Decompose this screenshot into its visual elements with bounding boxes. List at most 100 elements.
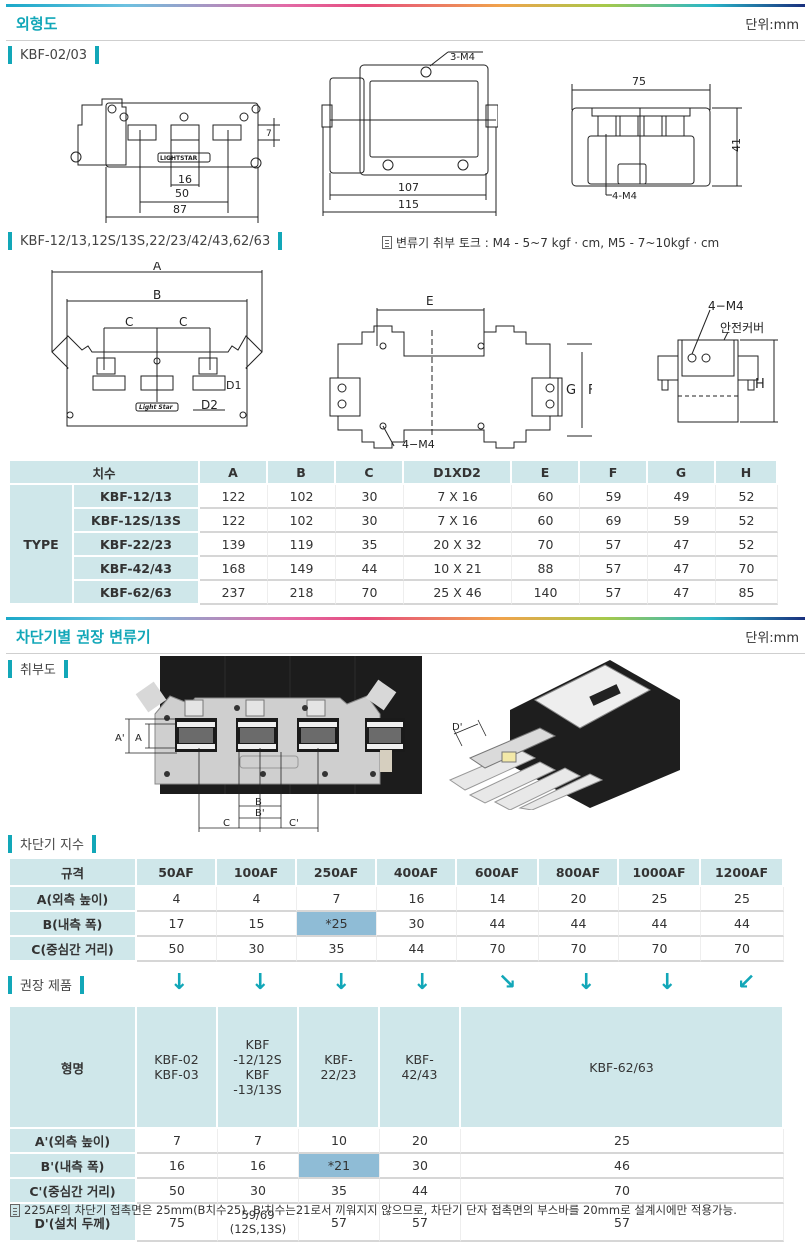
product-col-header: KBF-62/63 — [461, 1007, 784, 1129]
accent-bar — [8, 232, 12, 250]
subsection-label: KBF-02/03 — [20, 47, 88, 63]
section-header-breaker: 차단기별 권장 변류기 단위:mm — [6, 620, 805, 654]
footnote: 225AF의 차단기 접촉면은 25mm(B치수25), B'치수는21로서 끼… — [10, 1202, 737, 1218]
svg-text:D': D' — [452, 722, 462, 733]
table-row: KBF-62/63 237 218 70 25 X 46 140 57 47 8… — [10, 581, 778, 605]
kbf02-front-drawing: 16 50 87 7 LIGHTSTAR — [70, 98, 280, 223]
subsection-kbf12: KBF-12/13,12S/13S,22/23/42/43,62/63 — [8, 232, 283, 250]
svg-text:C: C — [223, 818, 230, 829]
dim-col-header: A — [200, 461, 268, 485]
svg-text:50: 50 — [175, 187, 189, 200]
arrow-down-icon: ↓ — [251, 970, 270, 995]
svg-text:A': A' — [115, 733, 125, 744]
mount-iso-photo: D' — [448, 660, 680, 810]
kbf02-top-drawing: 75 41 4-M4 — [571, 75, 743, 202]
svg-text:75: 75 — [632, 75, 646, 88]
product-col-header: KBF-02 KBF-03 — [137, 1007, 218, 1129]
row-type: KBF-12S/13S — [74, 509, 200, 533]
breaker-col-header: 400AF — [377, 859, 457, 887]
kbf12-end-drawing: 4−M4 안전커버 H — [657, 299, 778, 423]
type-group-label: TYPE — [10, 485, 74, 605]
unit-label: 단위:mm — [745, 631, 799, 646]
svg-text:4−M4: 4−M4 — [708, 299, 744, 313]
arrow-down-left-icon: ↙ — [737, 970, 756, 995]
subsection-label: KBF-12/13,12S/13S,22/23/42/43,62/63 — [20, 233, 271, 249]
highlight-cell: *21 — [299, 1154, 380, 1179]
svg-text:D1: D1 — [226, 379, 241, 392]
arrow-down-icon: ↓ — [413, 970, 432, 995]
row-label: A'(외측 높이) — [10, 1129, 137, 1154]
svg-text:A: A — [153, 262, 162, 273]
svg-text:107: 107 — [398, 181, 419, 194]
subsection-label: 취부도 — [20, 663, 56, 678]
svg-text:C: C — [125, 315, 133, 329]
kbf02-side-drawing: 3-M4 107 115 — [321, 51, 498, 216]
table-row: KBF-12S/13S 122 102 30 7 X 16 60 69 59 5… — [10, 509, 778, 533]
torque-note: 변류기 취부 토크 : M4 - 5~7 kgf · cm, M5 - 7~10… — [382, 234, 719, 251]
svg-text:B: B — [153, 288, 161, 302]
row-type: KBF-22/23 — [74, 533, 200, 557]
accent-bar — [8, 659, 12, 678]
accent-bar — [278, 232, 283, 250]
product-header-label: 형명 — [10, 1007, 137, 1129]
document-icon — [382, 236, 392, 249]
arrow-down-icon: ↓ — [170, 970, 189, 995]
table-row: C'(중심간 거리) 50 30 35 44 70 — [10, 1179, 784, 1204]
table-row: C(중심간 거리) 50 30 35 44 70 70 70 70 — [10, 937, 784, 962]
section-title: 외형도 — [16, 15, 58, 33]
svg-text:41: 41 — [730, 138, 743, 152]
row-type: KBF-42/43 — [74, 557, 200, 581]
table-row: A'(외측 높이) 7 7 10 20 25 — [10, 1129, 784, 1154]
accent-bar — [79, 975, 84, 994]
product-col-header: KBF- 42/43 — [380, 1007, 461, 1129]
breaker-header-label: 규격 — [10, 859, 137, 887]
svg-text:Light Star: Light Star — [139, 404, 174, 411]
dim-col-header: D1XD2 — [404, 461, 512, 485]
accent-bar — [91, 834, 96, 853]
svg-text:87: 87 — [173, 203, 187, 216]
svg-text:H: H — [755, 377, 765, 392]
highlight-cell: *25 — [297, 912, 377, 937]
dim-col-header: B — [268, 461, 336, 485]
kbf12-front-drawing: A B C C D1 D2 Light Star — [51, 262, 263, 427]
svg-text:B: B — [255, 797, 262, 808]
svg-text:F: F — [588, 383, 592, 398]
subsection-breaker-dims: 차단기 지수 — [8, 834, 96, 853]
subsection-label: 권장 제품 — [20, 979, 72, 994]
svg-text:D2: D2 — [201, 398, 218, 412]
row-label: A(외측 높이) — [10, 887, 137, 912]
svg-text:B': B' — [255, 808, 265, 819]
subsection-mount: 취부도 — [8, 659, 68, 678]
dim-header-label: 치수 — [10, 461, 200, 485]
row-label: C'(중심간 거리) — [10, 1179, 137, 1204]
dimension-table: 치수 A B C D1XD2 E F G H TYPE KBF-12/13 12… — [10, 461, 778, 605]
arrow-down-icon: ↓ — [658, 970, 677, 995]
kbf12-side-drawing: E G F 4−M4 — [329, 294, 592, 451]
accent-bar — [63, 659, 68, 678]
dim-col-header: H — [716, 461, 778, 485]
row-label: B'(내측 폭) — [10, 1154, 137, 1179]
svg-text:4-M4: 4-M4 — [612, 191, 637, 202]
dim-col-header: E — [512, 461, 580, 485]
svg-text:C: C — [179, 315, 187, 329]
svg-text:3-M4: 3-M4 — [450, 52, 475, 63]
breaker-col-header: 1200AF — [701, 859, 784, 887]
svg-text:LIGHTSTAR: LIGHTSTAR — [160, 155, 198, 162]
breaker-col-header: 800AF — [539, 859, 619, 887]
svg-text:G: G — [566, 383, 576, 398]
svg-text:7: 7 — [266, 129, 272, 139]
rainbow-divider — [6, 4, 805, 7]
product-col-header: KBF- 22/23 — [299, 1007, 380, 1129]
svg-text:16: 16 — [178, 173, 192, 186]
section-title: 차단기별 권장 변류기 — [16, 628, 151, 646]
svg-text:C': C' — [289, 818, 299, 829]
accent-bar — [8, 46, 12, 64]
unit-label: 단위:mm — [745, 18, 799, 33]
row-label: B(내측 폭) — [10, 912, 137, 937]
subsection-kbf02: KBF-02/03 — [8, 46, 100, 64]
accent-bar — [95, 46, 100, 64]
subsection-label: 차단기 지수 — [20, 838, 84, 853]
row-type: KBF-12/13 — [74, 485, 200, 509]
subsection-recommend: 권장 제품 — [8, 975, 84, 994]
table-row: TYPE KBF-12/13 122 102 30 7 X 16 60 59 4… — [10, 485, 778, 605]
